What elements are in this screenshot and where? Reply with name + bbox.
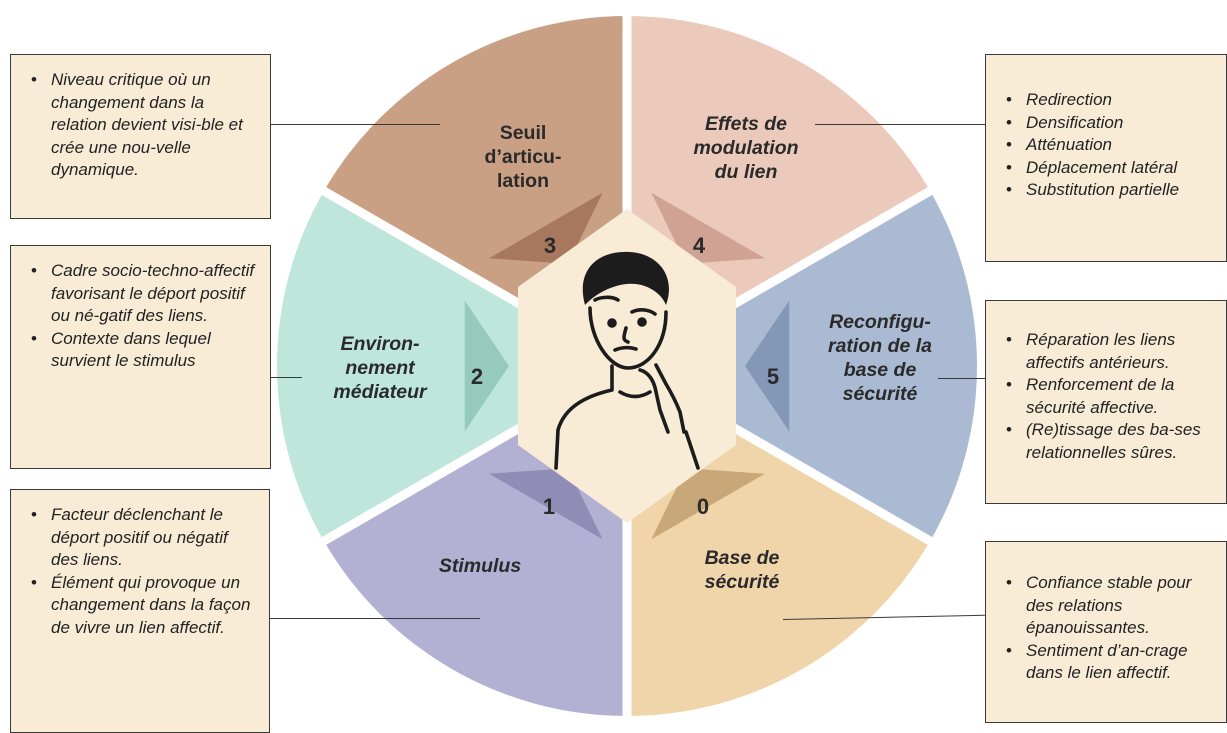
segment-1-label: Stimulus: [415, 554, 545, 578]
reconfiguration-description-item: Réparation les liens affectifs antérieur…: [1006, 329, 1212, 374]
effets-description-box: Redirection Densification Atténuation Dé…: [985, 54, 1227, 262]
segment-4-label: Effets de modulation du lien: [676, 112, 816, 184]
segment-1-label-line: Stimulus: [438, 555, 522, 577]
segment-0-label-line: sécurité: [704, 571, 780, 593]
segment-3-label-line: d’articu-: [484, 146, 562, 168]
segment-4-label-line: modulation: [693, 137, 799, 159]
segment-0-label: Base de sécurité: [682, 546, 802, 594]
segment-5-label: Reconfigu- ration de la base de sécurité: [810, 310, 950, 406]
segment-0-number: 0: [696, 494, 710, 519]
effets-description-item: Déplacement latéral: [1006, 157, 1212, 180]
segment-5-label-line: sécurité: [842, 383, 918, 405]
reconfiguration-description-item: Renforcement de la sécurité affective.: [1006, 374, 1212, 419]
segment-2-label-line: médiateur: [333, 381, 427, 403]
effets-description-item: Redirection: [1006, 89, 1212, 112]
seg2-wedge: [277, 191, 627, 541]
segment-3-number: 3: [543, 233, 557, 258]
reconfiguration-description-box: Réparation les liens affectifs antérieur…: [985, 300, 1227, 504]
segment-3-label: Seuil d’articu- lation: [463, 121, 583, 193]
effets-description-item: Atténuation: [1006, 134, 1212, 157]
segment-2-label-line: nement: [345, 357, 415, 379]
connector-line: [938, 378, 986, 380]
segment-5-label-line: ration de la: [827, 335, 933, 357]
connector-line: [269, 618, 480, 620]
thinking-person-icon: [554, 251, 700, 470]
segment-3-label-line: lation: [497, 170, 549, 192]
stimulus-description-item: Facteur déclenchant le déport positif ou…: [31, 504, 255, 572]
seg2-number-tab: [464, 300, 509, 432]
effets-description-item: Substitution partielle: [1006, 179, 1212, 202]
environnement-description-item: Contexte dans lequel survient le stimulu…: [31, 328, 256, 373]
segment-5-label-line: Reconfigu-: [829, 311, 931, 333]
seuil-description-box: Niveau critique où un changement dans la…: [10, 54, 271, 219]
seg4-number-tab: [651, 192, 765, 264]
connector-line: [270, 124, 440, 126]
seg5-wedge: [627, 191, 977, 541]
segment-3-label-line: Seuil: [499, 122, 547, 144]
center-hexagon: [518, 209, 736, 523]
base-description-item: Sentiment d’an-crage dans le lien affect…: [1006, 640, 1212, 685]
segment-1-number: 1: [542, 494, 556, 519]
seg5-number-tab: [745, 300, 790, 432]
connector-line: [815, 124, 985, 126]
segment-2-number: 2: [470, 364, 484, 389]
segment-2-label: Environ- nement médiateur: [315, 332, 445, 404]
base-description-box: Confiance stable pour des relations épan…: [985, 541, 1227, 723]
segment-5-label-line: base de: [843, 359, 917, 381]
stimulus-description-item: Élément qui provoque un changement dans …: [31, 572, 255, 640]
seg3-number-tab: [489, 192, 603, 264]
environnement-description-item: Cadre socio-techno-affectif favorisant l…: [31, 260, 256, 328]
effets-description-item: Densification: [1006, 112, 1212, 135]
seg0-number-tab: [651, 468, 765, 540]
stimulus-description-box: Facteur déclenchant le déport positif ou…: [10, 489, 270, 733]
environnement-description-box: Cadre socio-techno-affectif favorisant l…: [10, 245, 271, 469]
seg1-number-tab: [489, 468, 603, 540]
segment-2-label-line: Environ-: [340, 333, 420, 355]
seuil-description-item: Niveau critique où un changement dans la…: [31, 69, 256, 182]
reconfiguration-description-item: (Re)tissage des ba-ses relationnelles sû…: [1006, 419, 1212, 464]
segment-4-label-line: Effets de: [705, 113, 787, 135]
base-description-item: Confiance stable pour des relations épan…: [1006, 572, 1212, 640]
segment-4-label-line: du lien: [714, 161, 778, 183]
segment-4-number: 4: [692, 233, 706, 258]
connector-line: [270, 377, 302, 379]
segment-5-number: 5: [766, 364, 780, 389]
segment-0-label-line: Base de: [704, 547, 780, 569]
